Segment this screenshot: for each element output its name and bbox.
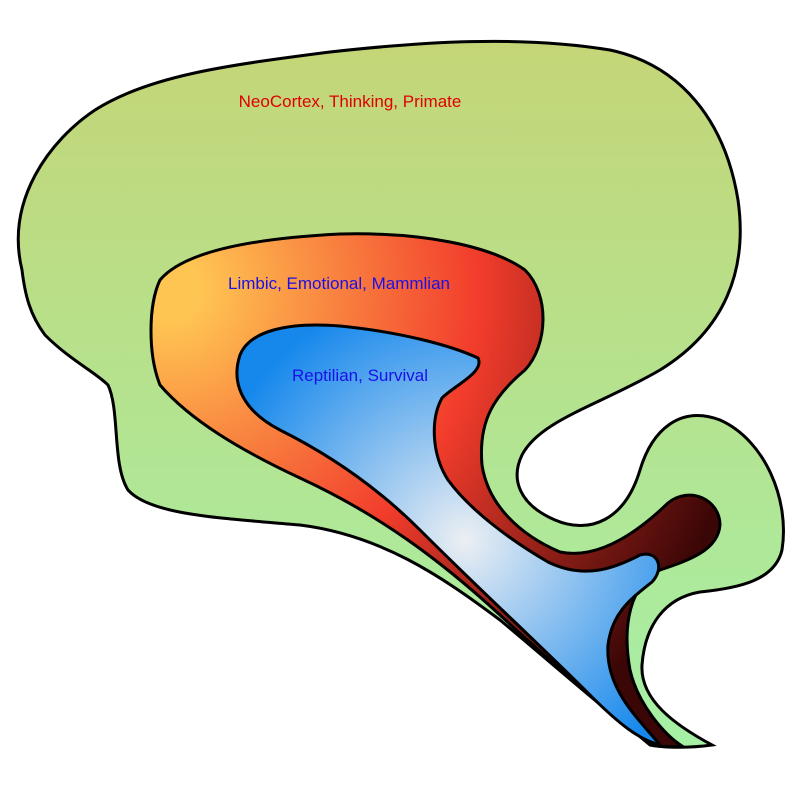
limbic-label: Limbic, Emotional, Mammlian — [228, 274, 450, 293]
reptilian-region — [235, 323, 664, 748]
reptilian-label: Reptilian, Survival — [292, 366, 428, 385]
neocortex-label: NeoCortex, Thinking, Primate — [239, 92, 462, 111]
